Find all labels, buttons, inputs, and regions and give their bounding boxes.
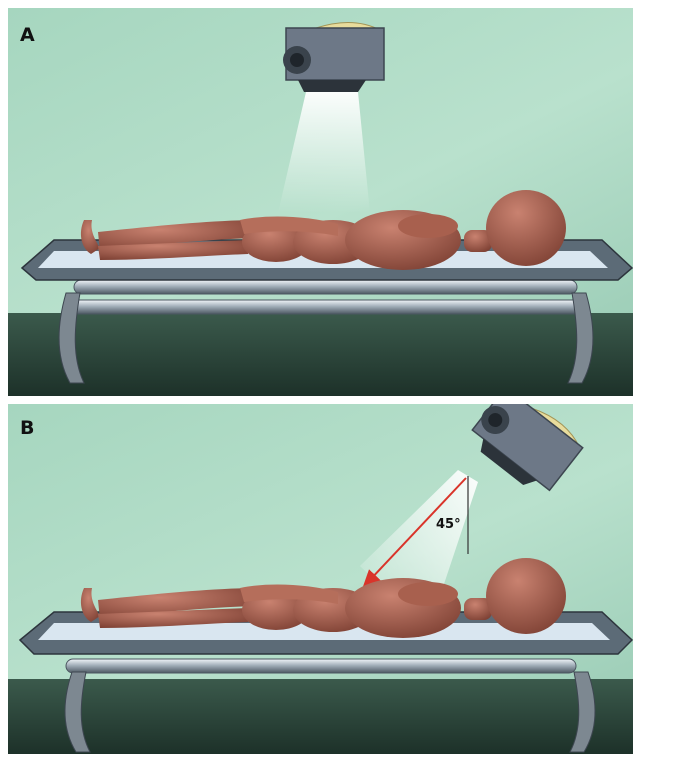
angle-label: 45° (436, 517, 461, 532)
floor (8, 313, 633, 396)
illustration-overhead-lamp: A (8, 8, 633, 396)
illustration-angled-lamp: 45° B (8, 404, 633, 754)
panel-label-a: A (20, 24, 35, 46)
panel-label-b: B (20, 417, 34, 439)
panel-a: A (8, 8, 633, 396)
floor (8, 679, 633, 754)
panel-b: 45° B (8, 404, 633, 754)
